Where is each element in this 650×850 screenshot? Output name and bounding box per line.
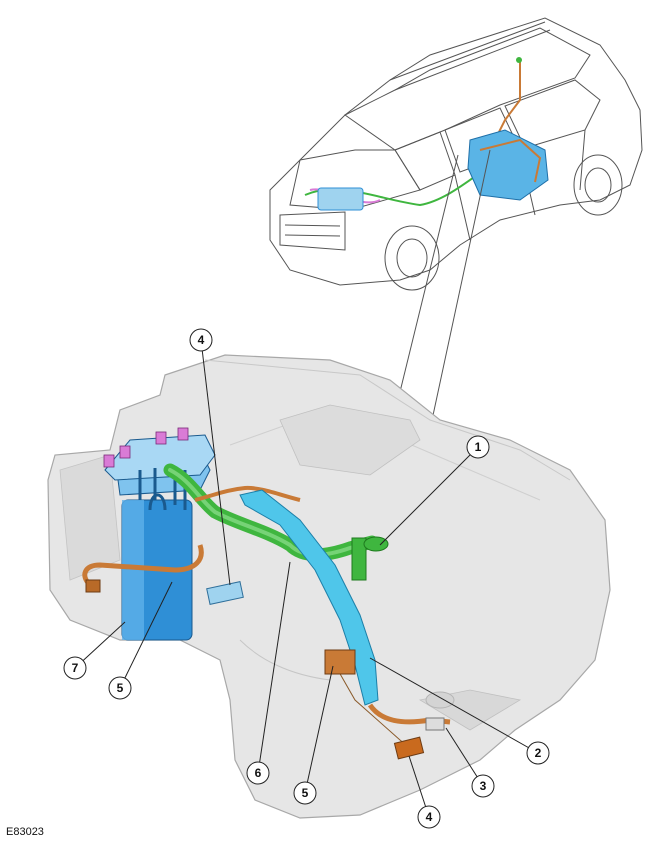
filler-channel [239,489,379,706]
leader-line-vehicle-right [431,149,491,421]
callout-4-top-label: 4 [198,333,205,347]
callout-2-label: 2 [535,746,542,760]
callout-7: 7 [63,621,126,680]
vehicle-fuel-components [304,57,549,211]
callout-2: 2 [369,657,550,765]
callout-3-label: 3 [480,779,487,793]
callout-4-top: 4 [189,328,231,586]
fuel-hose-top [194,485,301,502]
callout-3: 3 [445,727,495,798]
vent-pipe-outlet [351,537,367,581]
callout-6-label: 6 [255,766,262,780]
callout-7-label: 7 [72,661,79,675]
hose-connector-left [85,579,101,593]
leader-line-vehicle-left [397,154,459,401]
callout-6: 6 [246,561,291,785]
level-sensor [393,736,425,760]
callout-1: 1 [379,435,490,546]
callout-1-label: 1 [475,440,482,454]
figure-id: E83023 [6,826,44,838]
callout-5-bottom-label: 5 [302,786,309,800]
callout-5-left-label: 5 [117,681,124,695]
vehicle-overview [269,17,643,291]
valve-bracket [324,649,356,675]
hose-connector-right [425,717,445,731]
callout-5-bottom: 5 [293,665,334,805]
callout-5-left: 5 [108,581,173,700]
fuel-hose-left [82,544,204,587]
callout-4-bottom-label: 4 [426,810,433,824]
bracket-center [206,581,244,605]
callout-4-bottom: 4 [408,755,441,829]
callouts: 1 2 3 4 4 5 [63,328,550,829]
